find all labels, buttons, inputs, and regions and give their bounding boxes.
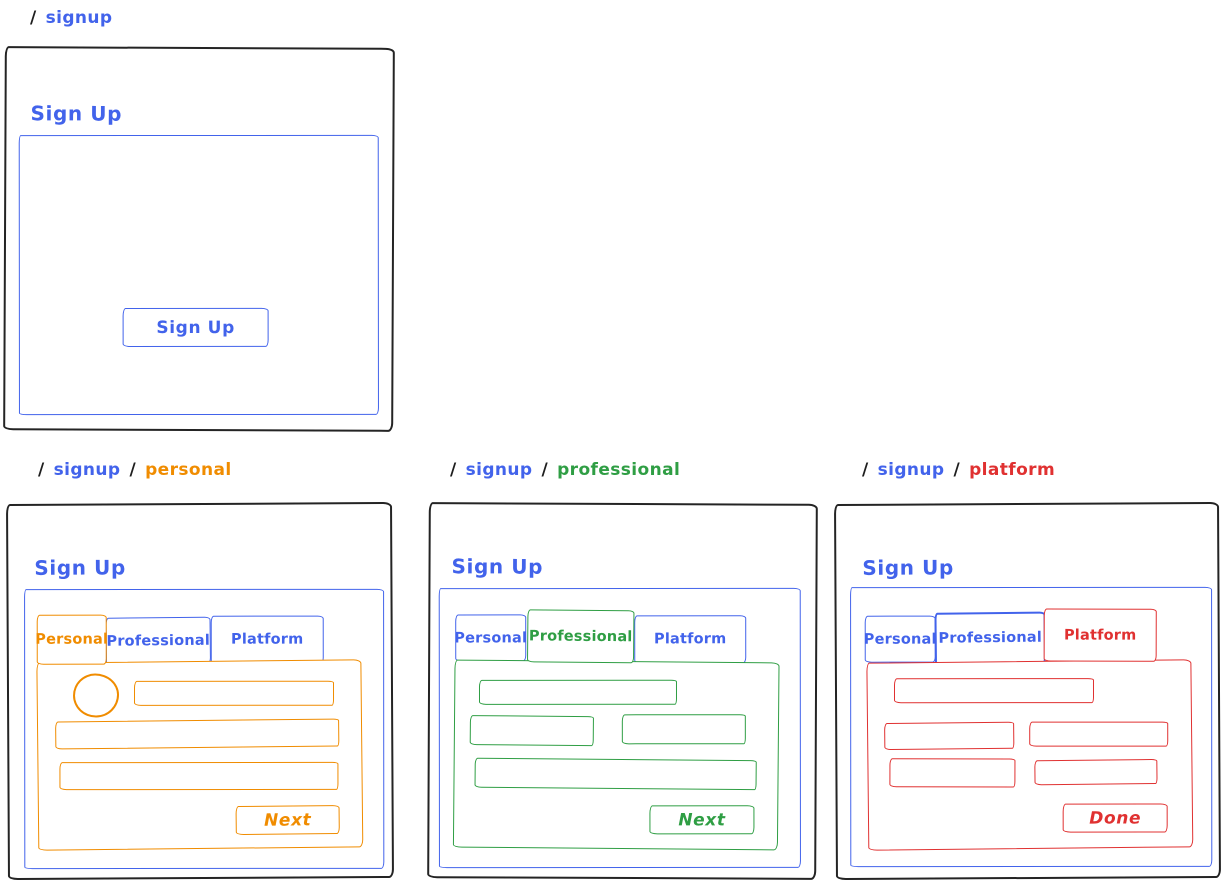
route-label-personal: / signup / personal — [38, 460, 232, 480]
tab-platform[interactable]: Platform — [1043, 608, 1157, 662]
route-segment-professional: professional — [557, 460, 681, 480]
page-title: Sign Up — [451, 554, 544, 579]
route-label-professional: / signup / professional — [450, 460, 680, 480]
route-label-platform: / signup / platform — [862, 460, 1055, 480]
route-slash: / — [953, 460, 961, 480]
next-button[interactable]: Next — [235, 804, 340, 836]
field-placeholder[interactable] — [884, 721, 1015, 751]
route-segment-signup: signup — [877, 460, 945, 480]
tab-personal[interactable]: Personal — [864, 615, 937, 663]
name-field-placeholder[interactable] — [134, 680, 335, 706]
field-placeholder[interactable] — [469, 715, 594, 747]
route-segment-platform: platform — [969, 460, 1056, 480]
tab-professional[interactable]: Professional — [105, 616, 211, 665]
route-slash: / — [541, 460, 549, 480]
avatar-placeholder[interactable] — [73, 673, 120, 718]
field-placeholder[interactable] — [55, 718, 340, 750]
field-placeholder[interactable] — [893, 678, 1095, 704]
field-placeholder[interactable] — [1029, 721, 1169, 747]
tab-platform[interactable]: Platform — [634, 615, 747, 664]
route-slash: / — [129, 460, 137, 480]
tab-platform[interactable]: Platform — [210, 615, 324, 664]
done-button[interactable]: Done — [1062, 803, 1168, 833]
signup-form-panel — [18, 134, 379, 416]
page-title: Sign Up — [34, 555, 126, 580]
page-title: Sign Up — [862, 555, 954, 580]
route-segment-signup: signup — [465, 460, 533, 480]
screen-frame-signup: Sign Up Sign Up — [3, 46, 395, 432]
route-slash: / — [30, 8, 37, 28]
field-placeholder[interactable] — [1034, 758, 1158, 786]
route-slash: / — [862, 460, 869, 480]
signup-button[interactable]: Sign Up — [122, 307, 269, 348]
route-segment-personal: personal — [145, 460, 232, 480]
screen-frame-personal: Sign Up Personal Professional Platform N… — [6, 501, 394, 881]
tab-professional[interactable]: Professional — [527, 609, 635, 664]
field-placeholder[interactable] — [889, 758, 1016, 788]
screen-frame-professional: Sign Up Personal Professional Platform N… — [427, 502, 818, 880]
field-placeholder[interactable] — [478, 679, 678, 705]
field-placeholder[interactable] — [474, 757, 757, 791]
route-slash: / — [38, 460, 45, 480]
tab-personal[interactable]: Personal — [35, 614, 108, 665]
next-button[interactable]: Next — [649, 805, 755, 835]
route-segment-signup: signup — [45, 8, 113, 28]
tab-professional[interactable]: Professional — [934, 611, 1046, 665]
route-slash: / — [450, 460, 457, 480]
tab-personal[interactable]: Personal — [454, 614, 527, 662]
route-label-signup: / signup — [30, 8, 113, 28]
page-title: Sign Up — [30, 101, 123, 126]
field-placeholder[interactable] — [621, 714, 746, 745]
field-placeholder[interactable] — [59, 761, 339, 791]
screen-frame-platform: Sign Up Personal Professional Platform D… — [834, 501, 1221, 881]
route-segment-signup: signup — [53, 460, 121, 480]
